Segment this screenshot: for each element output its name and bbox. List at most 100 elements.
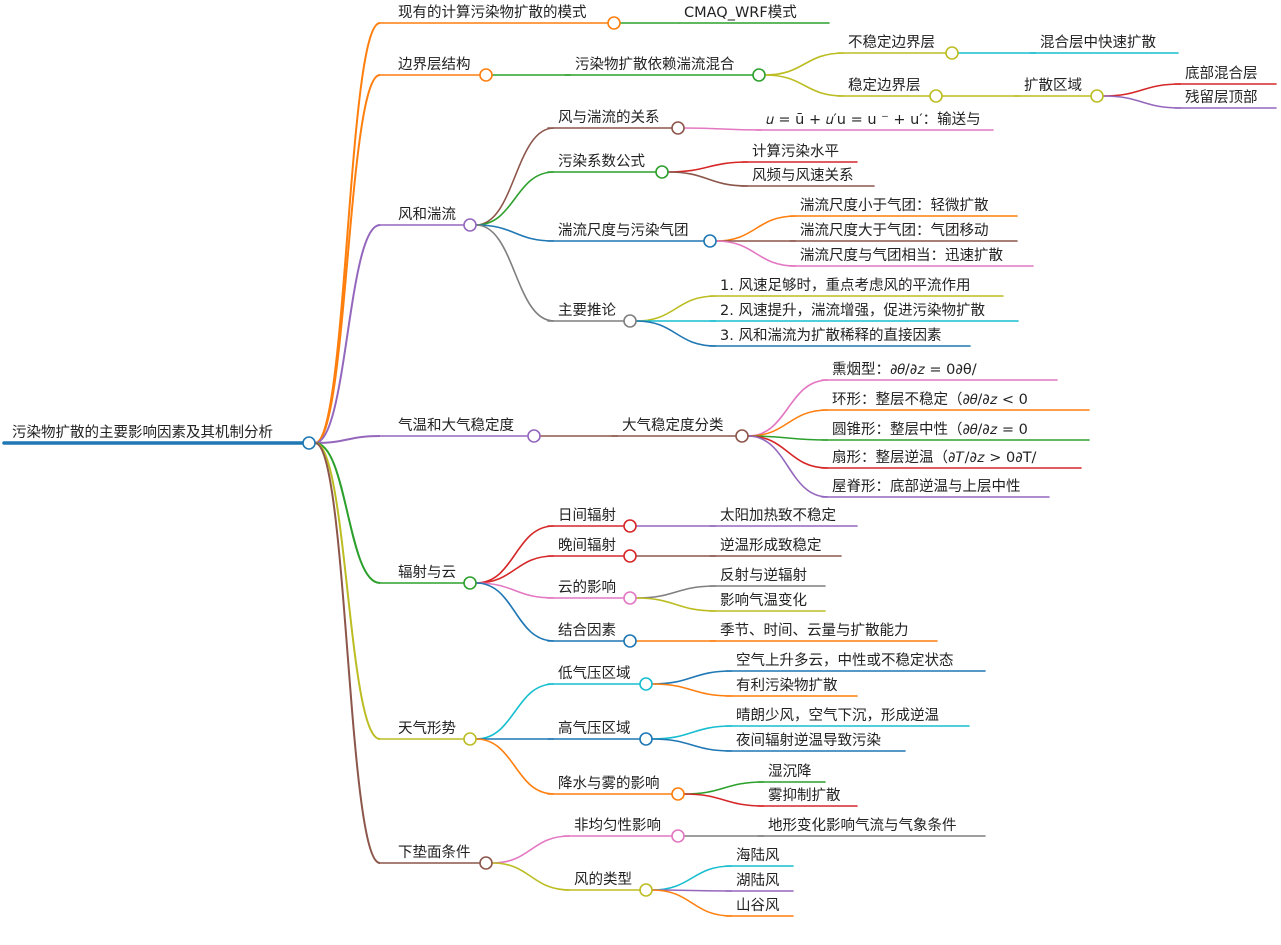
node-1-label: 边界层结构 bbox=[398, 56, 471, 73]
node-3-0-4-label: 屋脊形：底部逆温与上层中性 bbox=[832, 478, 1021, 495]
mindmap-edges bbox=[314, 22, 1182, 917]
node-3-0-toggle[interactable] bbox=[735, 429, 749, 443]
node-5-0-0-label: 空气上升多云，中性或不稳定状态 bbox=[736, 652, 954, 669]
node-2-2-0-label: 湍流尺度小于气团：轻微扩散 bbox=[800, 197, 989, 214]
node-0-0-label: CMAQ_WRF模式 bbox=[684, 4, 797, 21]
mindmap-toggles bbox=[302, 16, 1104, 897]
edge-4-1 bbox=[475, 555, 555, 584]
edge-2-3 bbox=[475, 224, 555, 322]
node-3-toggle[interactable] bbox=[527, 429, 541, 443]
node-3-0-0-label: 熏烟型：∂𝜃/∂𝑧 = 0∂θ/ bbox=[832, 361, 977, 378]
node-1-0-1-label: 稳定边界层 bbox=[848, 77, 921, 94]
node-2-3-toggle[interactable] bbox=[623, 314, 637, 328]
node-4-3-label: 结合因素 bbox=[558, 622, 616, 639]
node-6-label: 下垫面条件 bbox=[398, 844, 471, 861]
edge-3 bbox=[314, 435, 381, 444]
edge-2-0-0 bbox=[683, 127, 763, 131]
node-4-0-toggle[interactable] bbox=[623, 519, 637, 533]
node-0-toggle[interactable] bbox=[607, 16, 621, 30]
node-6-1-2-label: 山谷风 bbox=[736, 897, 780, 914]
node-4-2-1-label: 影响气温变化 bbox=[720, 592, 807, 609]
root-label: 污染物扩散的主要影响因素及其机制分析 bbox=[12, 424, 273, 441]
node-0-label: 现有的计算污染物扩散的模式 bbox=[398, 4, 587, 21]
node-6-1-0-label: 海陆风 bbox=[736, 847, 780, 864]
node-1-0-0-0-label: 混合层中快速扩散 bbox=[1040, 34, 1156, 51]
node-4-2-label: 云的影响 bbox=[558, 579, 616, 596]
edge-5-1-0 bbox=[651, 725, 733, 740]
node-1-0-toggle[interactable] bbox=[752, 68, 766, 82]
edge-3-0-1 bbox=[747, 409, 829, 437]
node-5-0-toggle[interactable] bbox=[639, 677, 653, 691]
node-2-3-2-label: 3. 风和湍流为扩散稀释的直接因素 bbox=[720, 327, 941, 344]
edge-2-1-1 bbox=[667, 171, 749, 187]
mindmap-underlines bbox=[2, 22, 1277, 917]
edge-6-1-0 bbox=[651, 865, 733, 891]
edge-1-0-1 bbox=[764, 74, 845, 97]
node-2-2-1-label: 湍流尺度大于气团：气团移动 bbox=[800, 222, 989, 239]
node-1-toggle[interactable] bbox=[479, 68, 493, 82]
node-2-3-label: 主要推论 bbox=[558, 302, 616, 319]
edge-1-0-1-0-1 bbox=[1102, 95, 1182, 109]
edge-4-3 bbox=[475, 582, 555, 642]
node-1-0-1-0-toggle[interactable] bbox=[1090, 89, 1104, 103]
edge-2-2-0 bbox=[715, 215, 797, 242]
node-4-toggle[interactable] bbox=[463, 576, 477, 590]
node-4-2-toggle[interactable] bbox=[623, 591, 637, 605]
node-6-0-0-label: 地形变化影响气流与气象条件 bbox=[768, 817, 957, 834]
edge-2-3-2 bbox=[635, 320, 717, 347]
node-5-2-label: 降水与雾的影响 bbox=[558, 775, 660, 792]
edge-1-0-0 bbox=[764, 52, 845, 76]
edge-5-0-1 bbox=[651, 683, 733, 697]
node-2-0-toggle[interactable] bbox=[671, 121, 685, 135]
node-2-2-2-label: 湍流尺度与气团相当：迅速扩散 bbox=[800, 247, 1003, 264]
edge-6-1 bbox=[491, 862, 571, 891]
edge-2-2-2 bbox=[715, 240, 797, 267]
edge-4-0 bbox=[475, 525, 555, 584]
node-5-2-0-label: 湿沉降 bbox=[768, 763, 812, 780]
node-5-2-1-label: 雾抑制扩散 bbox=[768, 787, 841, 804]
node-2-0-0-label: 𝑢 = ū + 𝑢′u = u ⁻ + u′：输送与 bbox=[766, 111, 981, 128]
node-5-toggle[interactable] bbox=[463, 732, 477, 746]
node-5-1-0-label: 晴朗少风，空气下沉，形成逆温 bbox=[736, 707, 939, 724]
edge-2-2 bbox=[475, 224, 555, 242]
node-4-0-0-label: 太阳加热致不稳定 bbox=[720, 507, 836, 524]
node-1-0-1-0-label: 扩散区域 bbox=[1024, 77, 1082, 94]
node-2-3-1-label: 2. 风速提升，湍流增强，促进污染物扩散 bbox=[720, 302, 985, 319]
edge-3-0-0 bbox=[747, 379, 829, 437]
node-5-1-label: 高气压区域 bbox=[558, 720, 631, 737]
edge-6-0 bbox=[491, 835, 571, 864]
node-4-1-label: 晚间辐射 bbox=[558, 537, 616, 554]
node-4-0-label: 日间辐射 bbox=[558, 507, 616, 524]
node-5-1-toggle[interactable] bbox=[639, 732, 653, 746]
node-4-1-toggle[interactable] bbox=[623, 549, 637, 563]
node-4-3-toggle[interactable] bbox=[623, 634, 637, 648]
node-6-1-toggle[interactable] bbox=[639, 883, 653, 897]
node-5-0-1-label: 有利污染物扩散 bbox=[736, 677, 838, 694]
node-1-0-1-toggle[interactable] bbox=[929, 89, 943, 103]
node-2-toggle[interactable] bbox=[463, 218, 477, 232]
node-1-0-0-toggle[interactable] bbox=[945, 46, 959, 60]
node-2-3-0-label: 1. 风速足够时，重点考虑风的平流作用 bbox=[720, 277, 970, 294]
edge-3-0-4 bbox=[747, 435, 829, 498]
node-2-1-toggle[interactable] bbox=[655, 165, 669, 179]
node-6-toggle[interactable] bbox=[479, 856, 493, 870]
edge-5-2-1 bbox=[683, 793, 765, 807]
node-4-2-0-label: 反射与逆辐射 bbox=[720, 567, 807, 584]
node-2-1-1-label: 风频与风速关系 bbox=[752, 167, 854, 184]
mindmap-labels: 污染物扩散的主要影响因素及其机制分析 现有的计算污染物扩散的模式 CMAQ_WRF模… bbox=[12, 4, 1258, 914]
node-1-0-0-label: 不稳定边界层 bbox=[848, 34, 935, 51]
edge-1-0-1-0-0 bbox=[1102, 83, 1182, 97]
node-5-2-toggle[interactable] bbox=[671, 787, 685, 801]
node-5-label: 天气形势 bbox=[398, 720, 456, 737]
root-toggle[interactable] bbox=[302, 436, 316, 450]
node-1-0-label: 污染物扩散依赖湍流混合 bbox=[575, 56, 735, 73]
node-6-1-1-label: 湖陆风 bbox=[736, 872, 780, 889]
node-6-0-toggle[interactable] bbox=[671, 829, 685, 843]
node-4-1-0-label: 逆温形成致稳定 bbox=[720, 537, 822, 554]
edge-5-2-0 bbox=[683, 781, 765, 795]
edge-4-2 bbox=[475, 582, 555, 599]
edge-5-0-0 bbox=[651, 670, 733, 685]
node-3-label: 气温和大气稳定度 bbox=[398, 417, 514, 434]
node-2-2-toggle[interactable] bbox=[703, 234, 717, 248]
